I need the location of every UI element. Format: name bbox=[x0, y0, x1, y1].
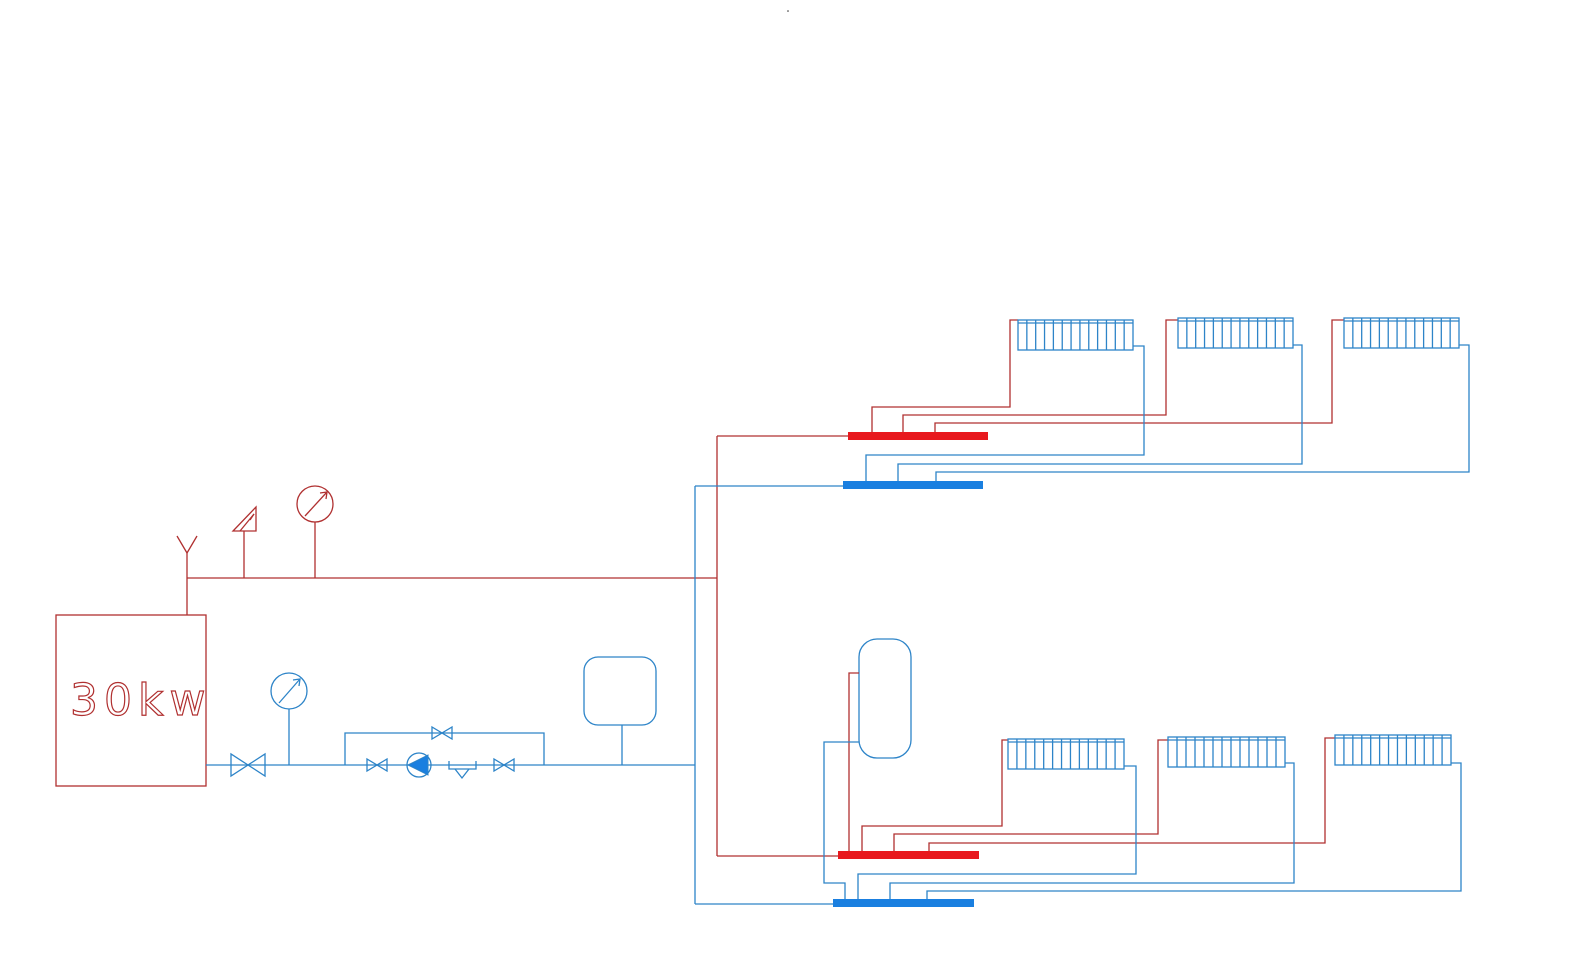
ball-valve-icon bbox=[366, 757, 388, 773]
pressure-gauge-icon bbox=[270, 672, 308, 765]
return-manifold bbox=[843, 481, 983, 489]
ball-valve-icon bbox=[230, 752, 266, 778]
supply-main bbox=[176, 435, 848, 857]
ball-valve-icon bbox=[493, 757, 515, 773]
bypass-pipe bbox=[344, 732, 545, 765]
upper-floor bbox=[843, 317, 1470, 489]
supply-manifold bbox=[848, 432, 988, 440]
pressure-gauge-icon bbox=[296, 485, 334, 578]
radiator-icon bbox=[1334, 734, 1452, 766]
buffer-tank-icon bbox=[823, 638, 912, 899]
return-main bbox=[206, 485, 843, 905]
boiler-label: 30kw bbox=[70, 675, 211, 726]
supply-manifold bbox=[838, 851, 979, 859]
stray-dot bbox=[787, 10, 789, 12]
safety-valve-icon bbox=[231, 505, 257, 578]
ball-valve-icon bbox=[431, 725, 453, 741]
lower-floor bbox=[823, 638, 1462, 907]
circulation-pump-icon bbox=[406, 752, 432, 778]
radiator-icon bbox=[1007, 738, 1125, 770]
radiator-icon bbox=[1167, 736, 1286, 768]
return-manifold bbox=[833, 899, 974, 907]
radiator-icon bbox=[1017, 319, 1134, 351]
expansion-vessel-icon bbox=[583, 656, 657, 765]
boiler-body bbox=[55, 614, 207, 787]
radiator-icon bbox=[1343, 317, 1460, 349]
strainer-icon bbox=[448, 761, 477, 780]
air-vent-icon bbox=[176, 535, 198, 578]
radiator-icon bbox=[1177, 317, 1294, 349]
boiler: 30kw bbox=[55, 614, 211, 787]
